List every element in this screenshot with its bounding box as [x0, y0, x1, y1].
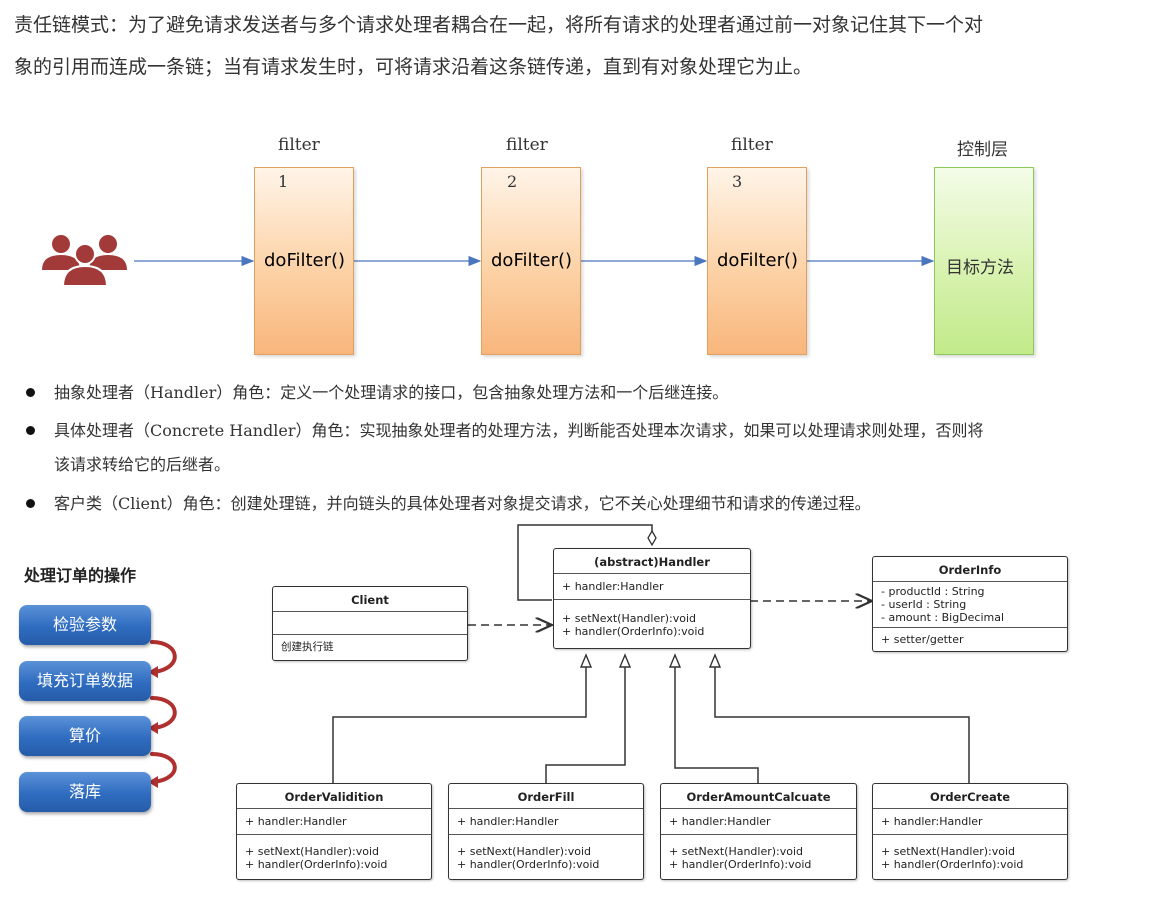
uml-class-title: (abstract)Handler	[554, 549, 750, 574]
uml-class-title: Client	[273, 587, 467, 612]
intro-paragraph: 责任链模式：为了避免请求发送者与多个请求处理者耦合在一起，将所有请求的处理者通过…	[14, 4, 1134, 88]
uml-attribute: - productId : String	[881, 585, 985, 598]
uml-class-orderamountcalcuate: OrderAmountCalcuate + handler:Handler + …	[660, 783, 857, 880]
uml-method: 创建执行链	[281, 641, 334, 653]
uml-attributes: + handler:Handler	[449, 809, 643, 835]
uml-attribute: + handler:Handler	[562, 580, 664, 593]
uml-methods: + setNext(Handler):void + handler(OrderI…	[237, 835, 431, 879]
uml-methods: + setNext(Handler):void + handler(OrderI…	[873, 835, 1067, 879]
uml-attributes	[273, 612, 467, 635]
uml-class-client: Client 创建执行链	[272, 586, 468, 661]
target-label: 控制层	[957, 140, 1008, 160]
uml-method: + setNext(Handler):void	[669, 845, 804, 858]
filter-number-2: 2	[507, 172, 518, 191]
uml-method: + handler(OrderInfo):void	[562, 625, 705, 638]
uml-methods: + setNext(Handler):void + handler(OrderI…	[554, 600, 750, 648]
bullet-text: 抽象处理者（Handler）角色：定义一个处理请求的接口，包含抽象处理方法和一个…	[54, 383, 729, 402]
filter-box-2: 2 doFilter()	[481, 167, 581, 355]
uml-attribute: + handler:Handler	[245, 815, 347, 828]
uml-method: + setter/getter	[881, 633, 964, 646]
uml-method: + setNext(Handler):void	[562, 612, 697, 625]
filter-box-1: 1 doFilter()	[254, 167, 354, 355]
inherit-line-fill	[545, 665, 626, 783]
target-box: 目标方法	[934, 167, 1034, 355]
bullet-client: 客户类（Client）角色：创建处理链，并向链头的具体处理者对象提交请求，它不关…	[26, 487, 1136, 521]
ops-curves	[148, 640, 177, 788]
bullet-dot-icon	[26, 388, 35, 397]
uml-method: + handler(OrderInfo):void	[457, 858, 600, 871]
uml-method: + handler(OrderInfo):void	[245, 858, 388, 871]
uml-attribute: - userId : String	[881, 598, 967, 611]
uml-class-title: OrderInfo	[873, 557, 1067, 582]
uml-attribute: + handler:Handler	[457, 815, 559, 828]
filter-label-1: filter	[278, 135, 320, 155]
uml-methods: + setNext(Handler):void + handler(OrderI…	[449, 835, 643, 879]
bullet-dot-icon	[26, 426, 35, 435]
op-step-3[interactable]: 算价	[19, 716, 151, 756]
curve-arrow-icon	[150, 752, 177, 784]
op-step-4[interactable]: 落库	[19, 772, 151, 812]
uml-class-ordercreate: OrderCreate + handler:Handler + setNext(…	[872, 783, 1068, 880]
inherit-triangle-icon	[668, 653, 682, 668]
filter-number-3: 3	[732, 172, 743, 191]
curve-arrow-icon	[150, 696, 177, 730]
uml-methods: + setter/getter	[873, 628, 1067, 651]
filter-box-3: 3 doFilter()	[707, 167, 807, 355]
uml-class-ordervalidition: OrderValidition + handler:Handler + setN…	[236, 783, 432, 880]
uml-class-title: OrderCreate	[873, 784, 1067, 809]
uml-class-orderinfo: OrderInfo - productId : String - userId …	[872, 556, 1068, 652]
filter-number-1: 1	[278, 172, 289, 191]
intro-line-1: 责任链模式：为了避免请求发送者与多个请求处理者耦合在一起，将所有请求的处理者通过…	[14, 14, 984, 36]
uml-attribute: - amount : BigDecimal	[881, 611, 1005, 624]
bullet-text-continued: 该请求转给它的后继者。	[54, 455, 231, 474]
inherit-triangle-icon	[618, 653, 632, 668]
op-step-2[interactable]: 填充订单数据	[19, 661, 151, 701]
users-icon	[42, 235, 127, 287]
curve-arrow-icon	[150, 640, 177, 674]
filter-method-2: doFilter()	[491, 250, 573, 271]
uml-attributes: + handler:Handler	[873, 809, 1067, 835]
uml-class-title: OrderAmountCalcuate	[661, 784, 856, 809]
filter-label-3: filter	[731, 135, 773, 155]
uml-attributes: + handler:Handler	[237, 809, 431, 835]
aggregation-diamond-icon	[647, 529, 657, 547]
inherit-triangle-icon	[708, 653, 722, 668]
uml-methods: + setNext(Handler):void + handler(OrderI…	[661, 835, 856, 879]
filter-label-2: filter	[506, 135, 548, 155]
bullet-text: 具体处理者（Concrete Handler）角色：实现抽象处理者的处理方法，判…	[54, 421, 984, 440]
target-method: 目标方法	[946, 258, 1014, 278]
uml-methods: 创建执行链	[273, 635, 467, 660]
uml-attributes: + handler:Handler	[554, 574, 750, 600]
inherit-line-amount	[674, 665, 759, 783]
uml-method: + setNext(Handler):void	[245, 845, 380, 858]
uml-method: + handler(OrderInfo):void	[881, 858, 1024, 871]
bullet-dot-icon	[26, 499, 35, 508]
uml-attribute: + handler:Handler	[669, 815, 771, 828]
uml-class-title: OrderValidition	[237, 784, 431, 809]
uml-class-orderfill: OrderFill + handler:Handler + setNext(Ha…	[448, 783, 644, 880]
uml-attributes: + handler:Handler	[661, 809, 856, 835]
bullet-handler: 抽象处理者（Handler）角色：定义一个处理请求的接口，包含抽象处理方法和一个…	[26, 376, 1136, 410]
filter-method-1: doFilter()	[264, 250, 346, 271]
intro-line-2: 象的引用而连成一条链；当有请求发生时，可将请求沿着这条链传递，直到有对象处理它为…	[14, 56, 813, 78]
uml-attribute: + handler:Handler	[881, 815, 983, 828]
filter-method-3: doFilter()	[717, 250, 799, 271]
uml-class-title: OrderFill	[449, 784, 643, 809]
inherit-triangle-icon	[579, 653, 593, 668]
uml-class-handler: (abstract)Handler + handler:Handler + se…	[553, 548, 751, 649]
bullet-concrete-handler: 具体处理者（Concrete Handler）角色：实现抽象处理者的处理方法，判…	[26, 414, 1136, 484]
flow-connectors	[42, 235, 935, 287]
inherit-line-validition	[332, 665, 587, 783]
uml-attributes: - productId : String - userId : String -…	[873, 582, 1067, 628]
op-step-1[interactable]: 检验参数	[19, 605, 151, 645]
ops-title: 处理订单的操作	[24, 566, 137, 585]
uml-method: + setNext(Handler):void	[457, 845, 592, 858]
bullet-text: 客户类（Client）角色：创建处理链，并向链头的具体处理者对象提交请求，它不关…	[54, 494, 871, 513]
uml-method: + handler(OrderInfo):void	[669, 858, 812, 871]
uml-method: + setNext(Handler):void	[881, 845, 1016, 858]
self-association-line	[517, 524, 653, 601]
inherit-line-create	[714, 665, 970, 783]
